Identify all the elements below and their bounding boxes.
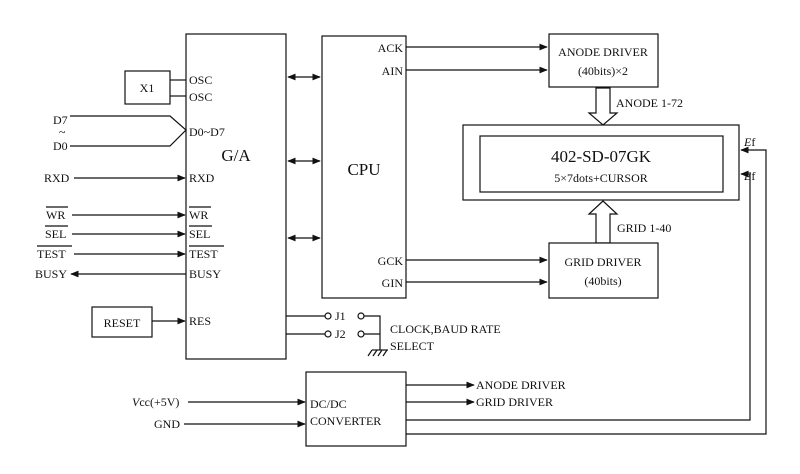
j2-label: J2 xyxy=(335,327,346,341)
anode-bus-arrow xyxy=(587,87,619,126)
ef1-label: Ef xyxy=(743,135,755,149)
ga-pin-wr: WR xyxy=(189,208,208,222)
ef2-label: Ef xyxy=(743,169,755,183)
jumper-description-line2: SELECT xyxy=(390,339,435,353)
signal-tilde: ~ xyxy=(59,125,66,139)
dcdc-converter-block xyxy=(305,371,407,447)
signal-sel: SEL xyxy=(45,227,66,241)
ga-pin-sel: SEL xyxy=(189,227,210,241)
jumper-common-wire xyxy=(364,315,381,350)
ga-pin-osc2: OSC xyxy=(189,90,212,104)
cpu-pin-gck: GCK xyxy=(378,254,404,268)
cpu-label: CPU xyxy=(347,160,380,179)
anode-driver-block xyxy=(548,33,659,88)
cpu-pin-gin: GIN xyxy=(382,276,404,290)
grid-driver-bits: (40bits) xyxy=(584,274,621,288)
anode-driver-bits: (40bits)×2 xyxy=(578,64,628,78)
display-format: 5×7dots+CURSOR xyxy=(554,171,648,185)
signal-busy: BUSY xyxy=(35,267,67,281)
signal-wr: WR xyxy=(46,208,65,222)
grid-driver-block xyxy=(548,242,659,299)
anode-driver-title: ANODE DRIVER xyxy=(558,45,648,59)
grid-bus-arrow xyxy=(587,200,619,244)
cpu-pin-ain: AIN xyxy=(382,64,404,78)
signal-d0: D0 xyxy=(53,139,68,153)
ground-symbol xyxy=(367,349,388,357)
j1-pin-left xyxy=(324,312,332,320)
cpu-pin-ack: ACK xyxy=(378,41,404,55)
ga-label: G/A xyxy=(221,146,251,165)
j1-pin-right xyxy=(357,312,365,320)
cpu-block xyxy=(321,35,407,299)
j2-pin-right xyxy=(357,330,365,338)
dcdc-title-line1: DC/DC xyxy=(310,397,347,411)
grid-driver-title: GRID DRIVER xyxy=(565,255,642,269)
ef-wire-inner xyxy=(406,170,751,421)
display-model: 402-SD-07GK xyxy=(551,147,652,166)
j2-pin-left xyxy=(324,330,332,338)
jumper-description-line1: CLOCK,BAUD RATE xyxy=(390,322,501,336)
signal-d7: D7 xyxy=(53,113,68,127)
signal-rxd: RXD xyxy=(44,171,70,185)
ef-wire-outer xyxy=(406,146,767,435)
data-bus-wire xyxy=(70,115,187,147)
ga-block xyxy=(185,33,287,360)
ga-pin-data: D0~D7 xyxy=(189,125,225,139)
ga-pin-osc1: OSC xyxy=(189,73,212,87)
display-inner-panel xyxy=(479,135,724,193)
ga-pin-res: RES xyxy=(189,314,211,328)
vcc-label: Vcc(+5V) xyxy=(132,395,179,409)
ga-pin-rxd: RXD xyxy=(189,171,215,185)
reset-label: RESET xyxy=(104,316,141,330)
x1-crystal-block xyxy=(124,70,171,105)
anode-bus-label: ANODE 1-72 xyxy=(616,96,683,110)
gnd-label: GND xyxy=(154,417,180,431)
dcdc-out-grid-label: GRID DRIVER xyxy=(476,395,553,409)
dcdc-out-anode-label: ANODE DRIVER xyxy=(476,378,566,392)
dcdc-title-line2: CONVERTER xyxy=(310,414,381,428)
grid-bus-label: GRID 1-40 xyxy=(617,221,671,235)
j1-label: J1 xyxy=(335,309,346,323)
x1-label: X1 xyxy=(140,81,155,95)
reset-block xyxy=(91,306,153,338)
ga-pin-test: TEST xyxy=(189,247,218,261)
signal-test: TEST xyxy=(37,247,66,261)
ga-pin-busy: BUSY xyxy=(189,267,221,281)
